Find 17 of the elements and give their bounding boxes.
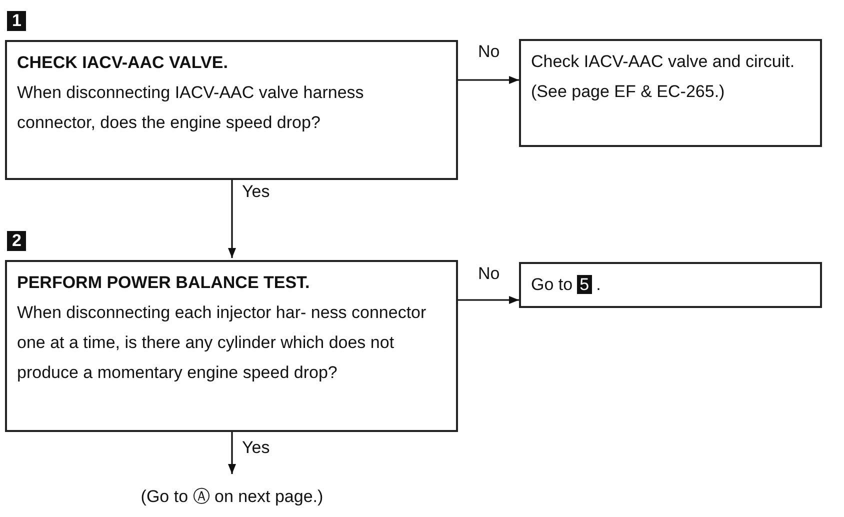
step-number: 5 [576, 275, 592, 294]
step-heading: CHECK IACV-AAC VALVE. [17, 52, 229, 74]
arrow [458, 296, 519, 304]
goto-text: . [596, 275, 601, 294]
arrow [228, 180, 236, 258]
arrow [458, 76, 519, 84]
step-number: 1 [7, 11, 26, 31]
process-box [519, 39, 822, 147]
arrow [228, 432, 236, 474]
process-box [519, 262, 822, 308]
step-heading: PERFORM POWER BALANCE TEST. [17, 272, 311, 294]
goto-text: Go to [531, 275, 573, 294]
step-text: When disconnecting each injector har- ness connector one at a time, is there any cylinder which does not produce a momentary engine speed drop? [17, 302, 428, 384]
step-text: Check IACV-AAC valve and circuit. (See page EF & EC-265.) [531, 51, 796, 103]
step-text: When disconnecting IACV-AAC valve harness connector, does the engine speed drop? [17, 82, 365, 134]
note-text: (Go to Ⓐ on next page.) [92, 482, 372, 512]
step-number: 2 [7, 231, 26, 251]
